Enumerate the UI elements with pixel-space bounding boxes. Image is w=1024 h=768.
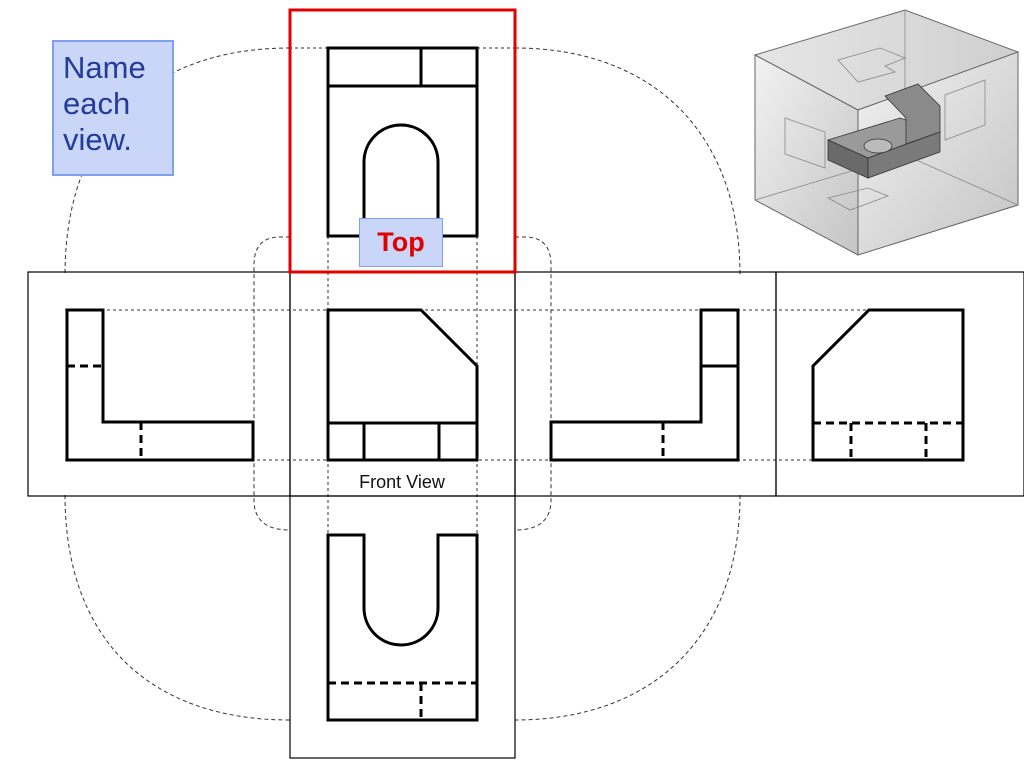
rear-view[interactable] [811, 308, 965, 462]
glass-box-frames [27, 271, 1024, 759]
instruction-line: each [63, 86, 131, 121]
glass-box-3d-icon [753, 9, 1020, 256]
front-view-label: Front View [330, 472, 474, 493]
instruction-callout: Name each view. [52, 40, 174, 176]
top-view-highlight [288, 8, 517, 274]
instruction-line: Name [63, 50, 146, 85]
top-view[interactable] [326, 46, 479, 238]
top-view-label: Top [359, 218, 443, 267]
left-side-view[interactable] [65, 308, 255, 462]
front-view[interactable] [326, 308, 479, 462]
right-side-view[interactable] [549, 308, 740, 462]
instruction-line: view. [63, 122, 132, 157]
fold-lines [64, 47, 741, 721]
bottom-view[interactable] [326, 533, 479, 722]
